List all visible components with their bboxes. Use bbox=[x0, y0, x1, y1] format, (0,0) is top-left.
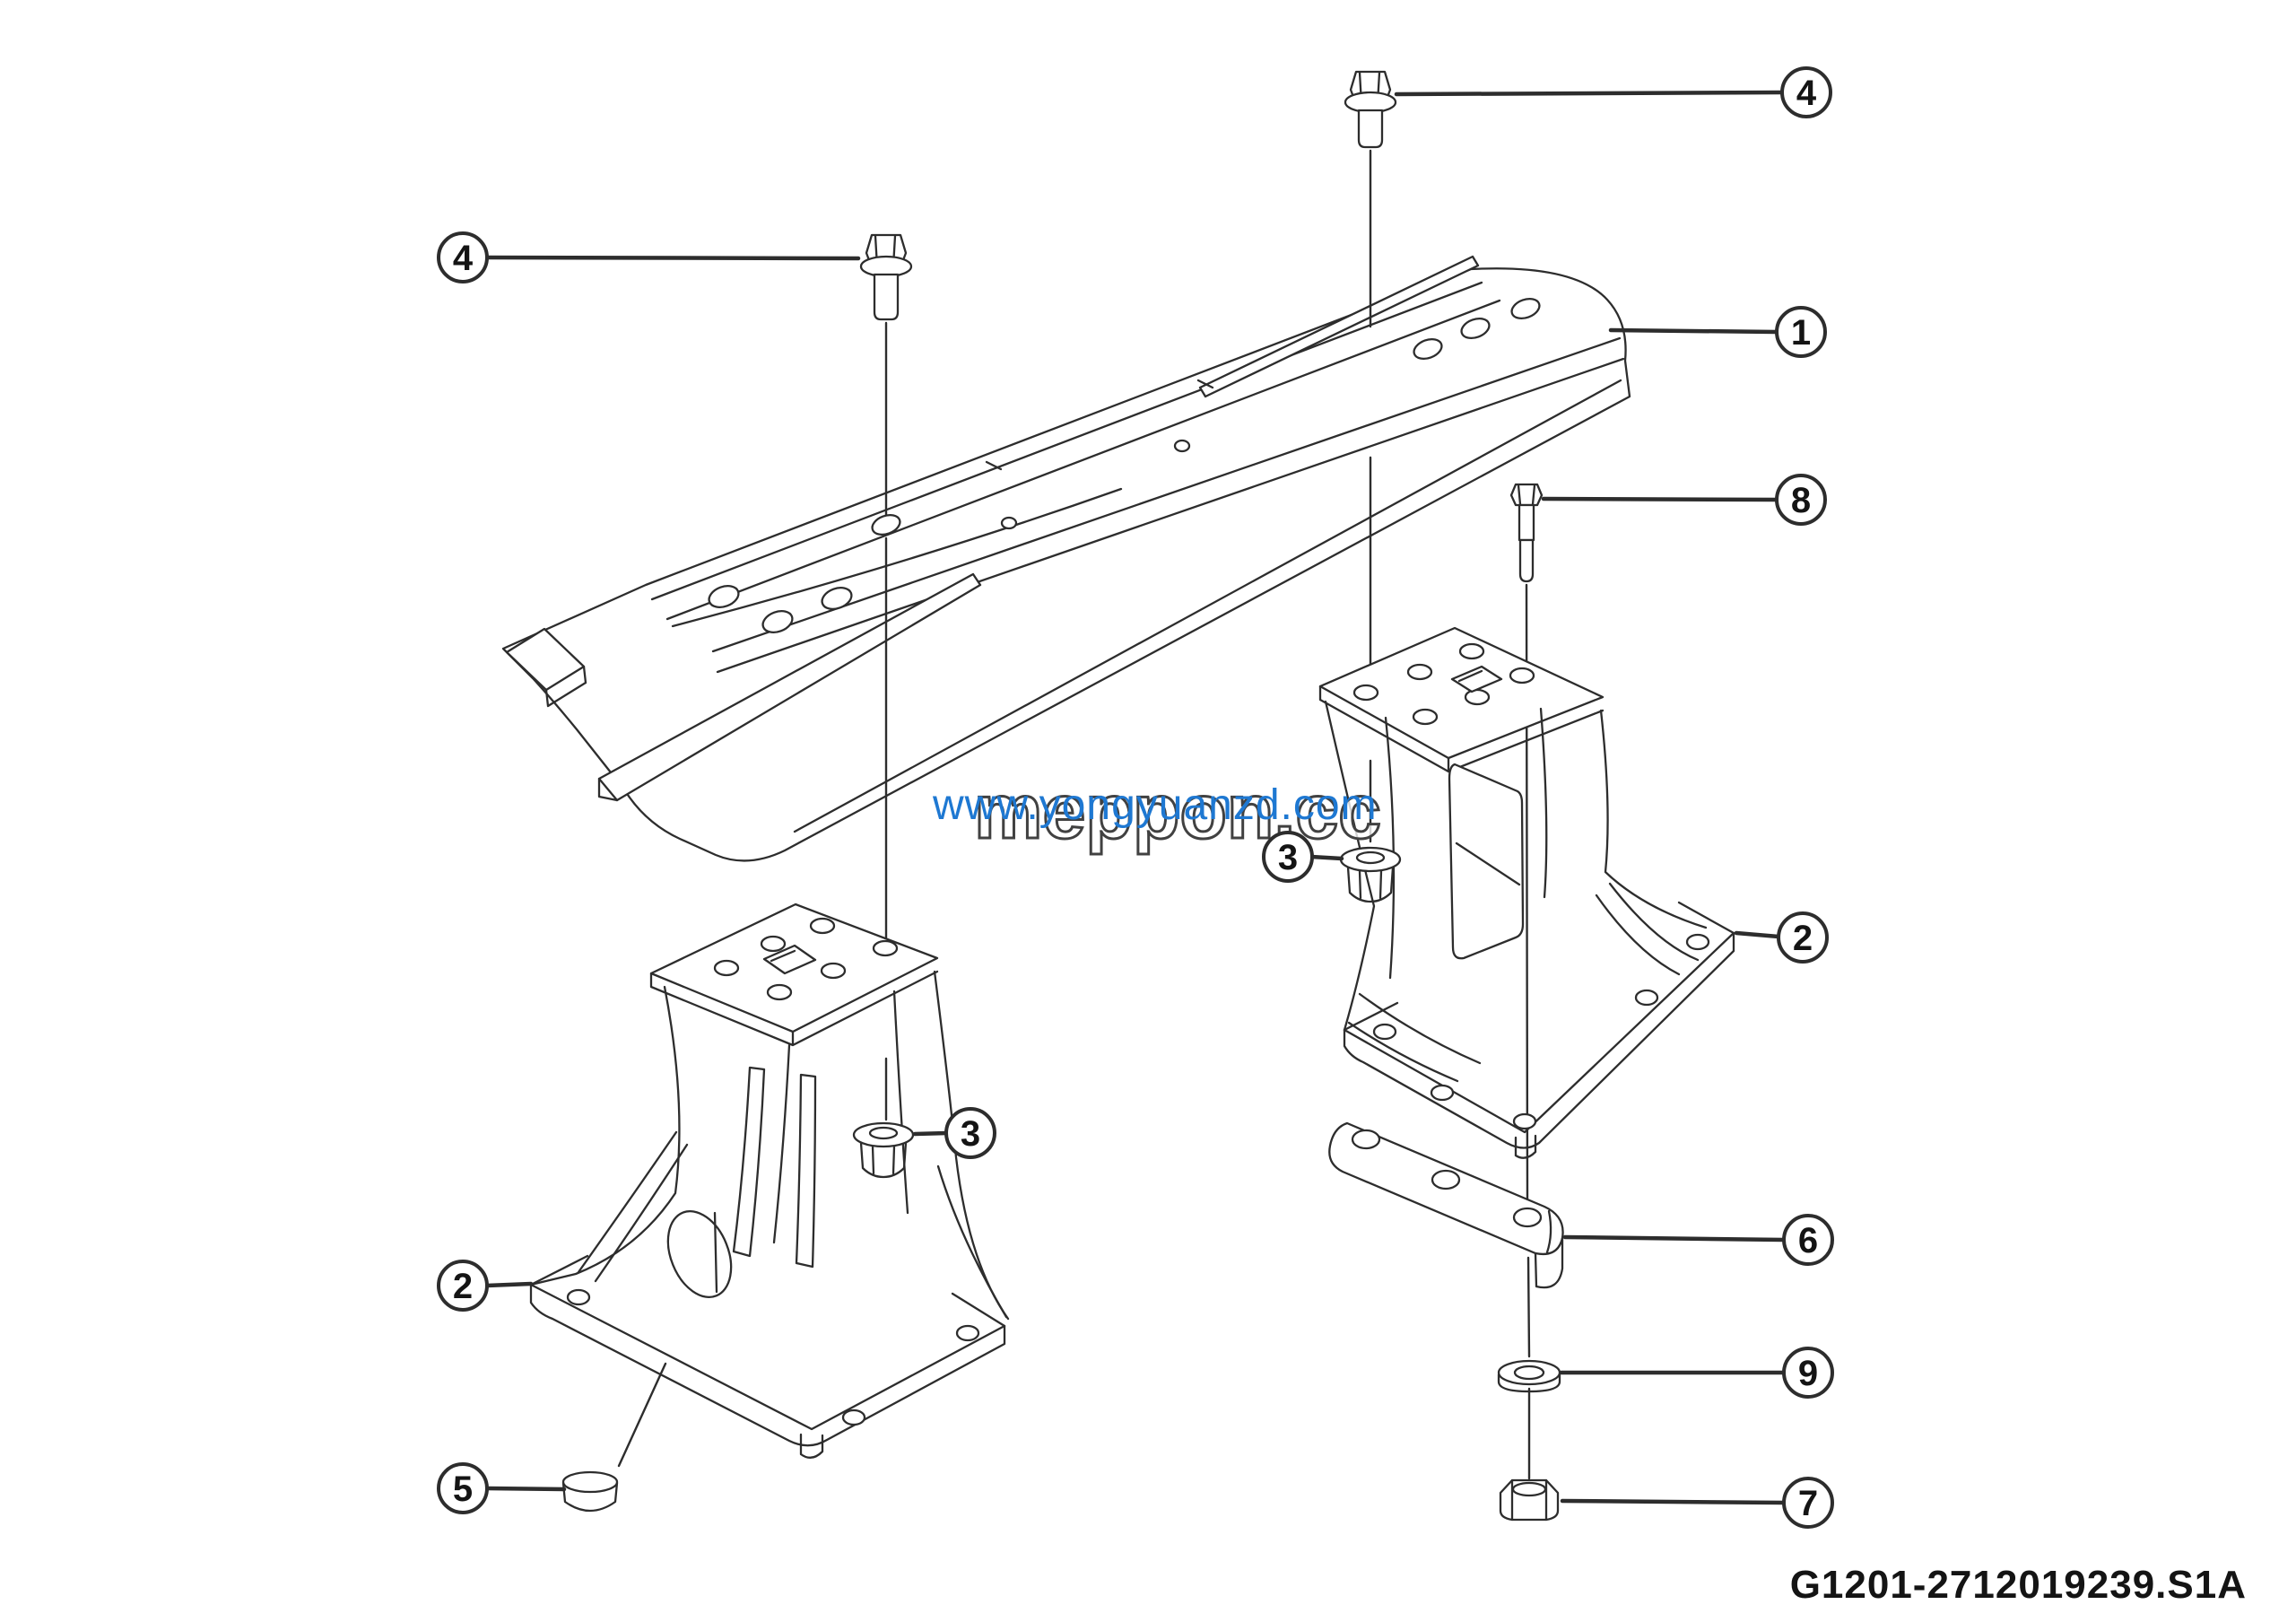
pedestal-right-plate-holes bbox=[1352, 642, 1535, 726]
beam-rib-left bbox=[597, 572, 982, 802]
beam-outline bbox=[501, 267, 1631, 862]
callout-number: 3 bbox=[1278, 838, 1298, 877]
callout-number: 6 bbox=[1798, 1221, 1818, 1260]
callout-number: 4 bbox=[1796, 74, 1817, 113]
callout-leader-line bbox=[484, 1486, 567, 1492]
callout-number: 2 bbox=[453, 1267, 473, 1306]
part-4-flange-bolt-right bbox=[1344, 70, 1397, 149]
callout-4: 4 bbox=[1394, 66, 1832, 118]
callout-balloon bbox=[1782, 1347, 1834, 1399]
callout-balloon bbox=[1780, 66, 1832, 118]
beam-holes bbox=[708, 297, 1541, 634]
callout-7: 7 bbox=[1560, 1477, 1834, 1529]
part-2-pedestal-left bbox=[529, 903, 1010, 1459]
callout-leader-line bbox=[912, 1130, 950, 1137]
callout-1: 1 bbox=[1608, 306, 1827, 358]
callout-number: 2 bbox=[1793, 919, 1813, 958]
callout-leader-line bbox=[1541, 496, 1779, 502]
callout-leader-line bbox=[484, 1281, 534, 1288]
callout-number: 7 bbox=[1798, 1484, 1818, 1523]
callout-balloon bbox=[1777, 911, 1829, 964]
callout-number: 4 bbox=[453, 239, 474, 278]
part-3-flange-nut-right bbox=[1339, 846, 1402, 903]
pedestal-right-base bbox=[1343, 901, 1735, 1134]
callout-5: 5 bbox=[437, 1462, 567, 1514]
part-6-spacer-bar bbox=[1328, 1121, 1564, 1289]
pedestal-right-window bbox=[1448, 763, 1525, 960]
callout-3: 3 bbox=[912, 1107, 996, 1159]
callout-4: 4 bbox=[437, 231, 861, 283]
callout-balloon bbox=[1782, 1214, 1834, 1266]
watermark-outline-text: meppon.cc bbox=[973, 768, 1383, 857]
drawing-number: G1201-2712019239.S1A bbox=[1789, 1563, 2247, 1607]
callout-number: 8 bbox=[1791, 481, 1811, 520]
pedestal-left-base bbox=[529, 1254, 1006, 1431]
part-3-flange-nut-left bbox=[852, 1121, 915, 1179]
pedestal-left-plate-holes bbox=[713, 917, 899, 1001]
callout-9: 9 bbox=[1559, 1347, 1834, 1399]
callout-balloon bbox=[437, 231, 489, 283]
watermark-url-text: www.yongyuanzd.com bbox=[933, 781, 1378, 829]
callout-8: 8 bbox=[1541, 474, 1827, 526]
callout-number: 5 bbox=[453, 1469, 473, 1509]
beam-rib-right bbox=[1198, 255, 1480, 398]
callout-balloon bbox=[1782, 1477, 1834, 1529]
part-9-washer bbox=[1497, 1359, 1561, 1393]
part-4-flange-bolt-left bbox=[859, 233, 913, 321]
callout-leader-line bbox=[1608, 327, 1779, 335]
callout-3: 3 bbox=[1262, 831, 1344, 883]
callout-number: 9 bbox=[1798, 1354, 1818, 1393]
callout-leader-line bbox=[484, 255, 861, 261]
part-7-hex-nut bbox=[1499, 1478, 1560, 1522]
callout-leader-line bbox=[1309, 854, 1344, 861]
callout-leader-line bbox=[1562, 1234, 1787, 1243]
part-1-crossmember-beam bbox=[501, 255, 1631, 862]
part-5-plug bbox=[561, 1470, 619, 1513]
callout-2: 2 bbox=[1734, 911, 1829, 964]
callout-balloon bbox=[944, 1107, 996, 1159]
callout-leader-line bbox=[1734, 930, 1781, 939]
callout-leader-line bbox=[1394, 90, 1785, 97]
callout-2: 2 bbox=[437, 1260, 534, 1312]
callout-balloon bbox=[437, 1260, 489, 1312]
part-8-hex-bolt bbox=[1509, 483, 1544, 583]
callout-leader-line bbox=[1560, 1498, 1787, 1505]
callout-balloon bbox=[1775, 306, 1827, 358]
part-2-pedestal-right bbox=[1318, 626, 1735, 1159]
callout-6: 6 bbox=[1562, 1214, 1834, 1266]
callout-number: 3 bbox=[961, 1114, 980, 1154]
callout-balloon bbox=[437, 1462, 489, 1514]
callout-number: 1 bbox=[1791, 313, 1811, 353]
callout-balloon bbox=[1262, 831, 1314, 883]
pedestal-right-top-plate bbox=[1318, 626, 1605, 760]
callout-balloon bbox=[1775, 474, 1827, 526]
